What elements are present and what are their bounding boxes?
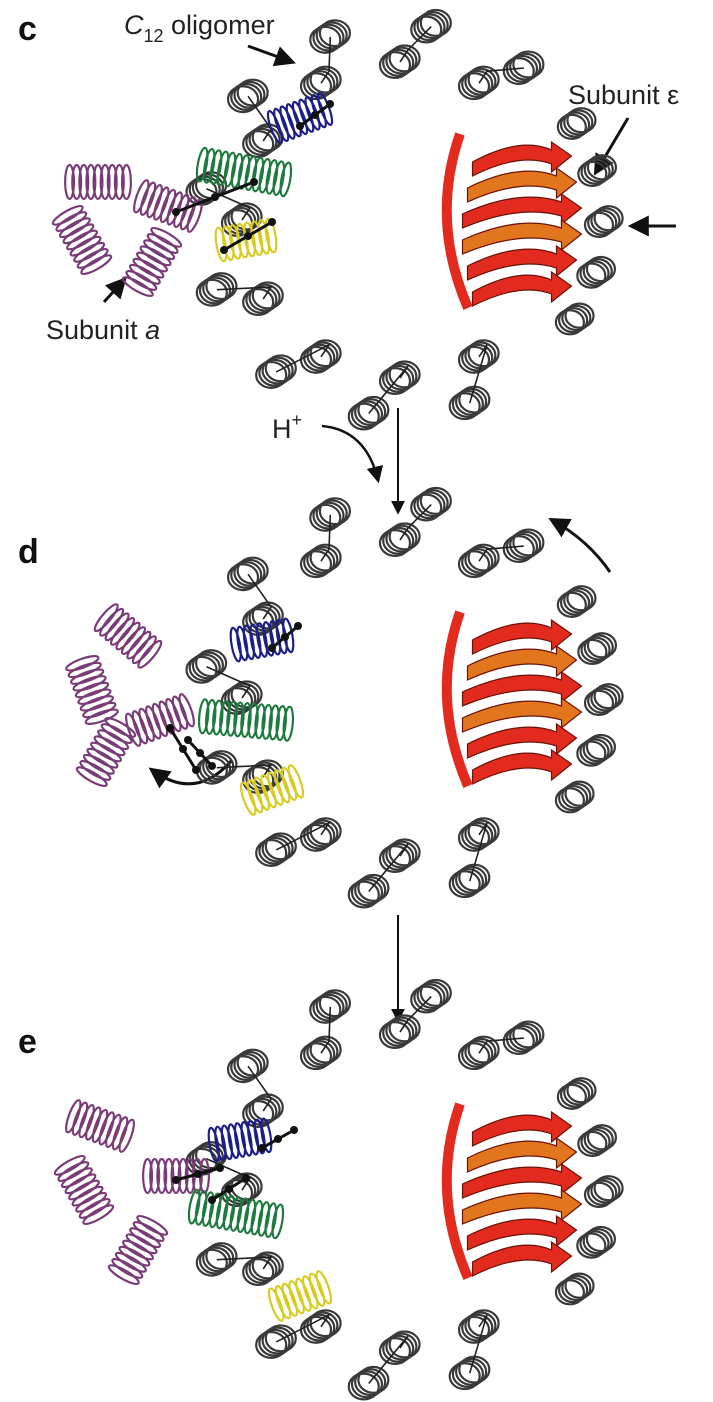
subunit-a-italic: a — [145, 315, 160, 345]
subunit-a-pointer-arrow — [104, 280, 124, 302]
subunit-a-helix — [65, 165, 131, 199]
ring-helix-outer — [228, 80, 268, 112]
ring-helix-outer — [187, 650, 227, 682]
proton-curved-arrow — [322, 426, 378, 480]
ring-helix-behind-sheet — [558, 586, 596, 617]
rotation-arrow-d — [552, 520, 610, 572]
subunit-epsilon-sheet — [447, 1104, 582, 1278]
ring-helix-behind-sheet — [558, 108, 596, 139]
ring-helix-behind-sheet — [577, 257, 615, 288]
subunit-a-helix — [107, 1213, 169, 1287]
ring-helix-behind-sheet — [558, 1078, 596, 1109]
ring-helix-outer — [256, 355, 296, 387]
panel-c-label: c — [18, 10, 37, 48]
subunit-a-helix — [92, 602, 164, 670]
ring-helix-behind-sheet — [577, 1227, 615, 1258]
subunit-a-helix — [53, 1153, 115, 1227]
ring-helix-behind-sheet — [556, 782, 594, 813]
subunit-epsilon-label: Subunit ε — [568, 80, 679, 110]
c12-ring — [187, 10, 623, 429]
ring-helix-outer — [411, 488, 451, 520]
subunit-a-helix — [121, 225, 183, 299]
panel-e-label: e — [18, 1023, 37, 1061]
ring-helix-outer — [228, 1050, 268, 1082]
ring-helix-behind-sheet — [577, 735, 615, 766]
proton-label: H+ — [272, 410, 302, 444]
ring-helix-behind-sheet — [578, 633, 616, 664]
subunit-a-helix — [51, 203, 113, 277]
ring-helix-outer — [256, 1325, 296, 1357]
structure-panel-d — [65, 488, 623, 907]
subunit-epsilon-sheet — [447, 612, 582, 786]
panel-d-label: d — [18, 533, 39, 571]
ring-helix-outer — [411, 980, 451, 1012]
oligomer-pointer-arrow — [248, 46, 292, 62]
ring-helix-outer — [228, 558, 268, 590]
c12-suffix: oligomer — [164, 10, 275, 40]
ring-helix-behind-sheet — [578, 1125, 616, 1156]
structure-panel-c — [51, 10, 623, 429]
ring-helix-outer — [411, 10, 451, 42]
c12-oligomer-label: C12 oligomer — [124, 10, 275, 46]
subunit-a-helices — [51, 165, 205, 299]
ring-helix-behind-sheet — [556, 304, 594, 335]
proton-base: H — [272, 414, 292, 444]
c12-ring — [187, 980, 623, 1399]
ring-helix-behind-sheet — [585, 206, 623, 237]
ring-helix-behind-sheet — [556, 1274, 594, 1305]
subunit-a-label: Subunit a — [46, 315, 160, 345]
subunit-a-helix — [63, 1099, 136, 1153]
c12-subscript: 12 — [144, 26, 164, 46]
proton-superscript: + — [292, 410, 303, 430]
c12-ring — [187, 488, 623, 907]
structure-panel-e — [53, 980, 623, 1399]
subunit-a-helix — [65, 653, 119, 726]
subunit-a-helices — [65, 602, 197, 789]
c12-prefix: C — [124, 10, 144, 40]
subunit-epsilon-sheet — [447, 134, 582, 308]
structures — [51, 10, 623, 1399]
ring-helix-behind-sheet — [585, 684, 623, 715]
green-helix — [198, 699, 294, 741]
subunit-a-prefix: Subunit — [46, 315, 145, 345]
subunit-a-helices — [53, 1099, 209, 1287]
ring-helix-behind-sheet — [585, 1176, 623, 1207]
blue-helix — [265, 91, 335, 144]
ring-helix-outer — [256, 833, 296, 865]
